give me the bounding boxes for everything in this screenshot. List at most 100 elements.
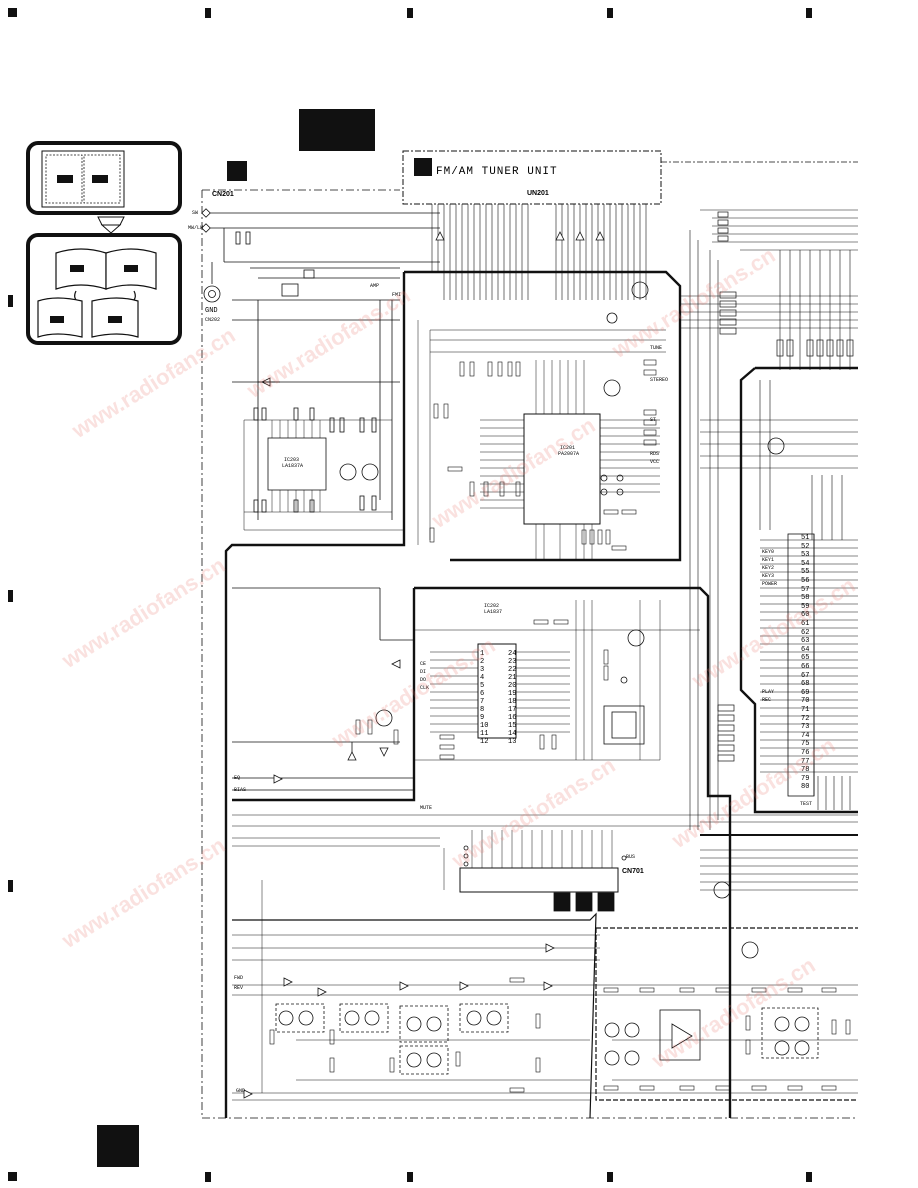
pin-label: 3 xyxy=(480,666,485,674)
net-label: POWER xyxy=(762,581,778,587)
tuner-connector-ref: CN201 xyxy=(212,191,234,198)
pin-label: 23 xyxy=(508,658,517,666)
connector-pin-number: 61 xyxy=(801,620,810,628)
net-label: FMI xyxy=(392,292,402,298)
connector-pin-number: 73 xyxy=(801,723,810,732)
connector-pin-number: 52 xyxy=(801,542,810,551)
ic202-part: LA1837 xyxy=(484,609,503,615)
tuner-unit-marker xyxy=(414,158,432,176)
pin-label: 1 xyxy=(480,650,485,658)
connector-pin-number: 57 xyxy=(801,585,810,594)
connector-pin-number: 78 xyxy=(801,766,810,775)
net-label: REC xyxy=(762,697,772,703)
gnd-label: GND xyxy=(205,307,218,315)
pin-label: 10 xyxy=(480,722,489,730)
edge-tick-bottom xyxy=(205,1172,211,1182)
connector-pin-number: 51 xyxy=(801,534,810,542)
section-marker xyxy=(227,161,247,181)
net-label: VCC xyxy=(650,459,660,465)
net-label: TEST xyxy=(800,801,813,807)
pin-label: 24 xyxy=(508,650,517,658)
net-label: PLAY xyxy=(762,689,775,695)
edge-tick-top xyxy=(607,8,613,18)
net-label: STEREO xyxy=(650,377,669,383)
page-number-block xyxy=(97,1125,139,1167)
page-layout-guide xyxy=(26,141,182,345)
ic201-part: PA2007A xyxy=(558,451,580,457)
connector-pin-number: 80 xyxy=(801,783,810,792)
ic201-ref: IC201 xyxy=(560,445,576,451)
net-label: BIAS xyxy=(234,787,247,793)
ic203-ref: IC203 xyxy=(284,457,300,463)
section-header-block xyxy=(299,109,375,151)
pin-label: 17 xyxy=(508,706,517,714)
connector-pin-number: 55 xyxy=(801,568,810,577)
connector-pin-number: 72 xyxy=(801,714,810,723)
pin-label: 6 xyxy=(480,690,485,698)
net-label: EQ xyxy=(234,775,241,781)
pin-label: 5 xyxy=(480,682,485,690)
pin-label: 20 xyxy=(508,682,517,690)
connector-pin-number: 56 xyxy=(801,577,810,585)
pin-label: 19 xyxy=(508,690,517,698)
connector-pin-number: 70 xyxy=(801,697,810,706)
pin-label: 13 xyxy=(508,738,517,746)
net-label: CE xyxy=(420,661,427,667)
connector-pin-number: 77 xyxy=(801,757,810,766)
net-label: RDS xyxy=(650,451,660,457)
pin-label: 2 xyxy=(480,658,485,666)
edge-tick-bottom xyxy=(607,1172,613,1182)
net-label: ST xyxy=(650,417,657,423)
connector-pin-number: 65 xyxy=(801,654,810,663)
connector-pin-number: 68 xyxy=(801,680,810,689)
connector-pin-number: 58 xyxy=(801,594,810,603)
ic202-ref: IC202 xyxy=(484,603,500,609)
edge-tick-bottom xyxy=(407,1172,413,1182)
net-label: REV xyxy=(234,985,244,991)
pin-label: 21 xyxy=(508,674,517,682)
tuner-unit-title: FM/AM TUNER UNIT xyxy=(436,166,558,178)
pin-label: 4 xyxy=(480,674,485,682)
pin-label: 9 xyxy=(480,714,485,722)
net-label: CLK xyxy=(420,685,430,691)
connector-pin-number: 76 xyxy=(801,749,810,757)
pin-label: 8 xyxy=(480,706,485,714)
connector-pin-number: 71 xyxy=(801,706,810,714)
connector-pin-number: 64 xyxy=(801,645,810,654)
registration-mark xyxy=(8,1172,17,1181)
edge-tick-left xyxy=(8,295,13,307)
cn701-ref: CN701 xyxy=(622,868,644,875)
pin-label: 15 xyxy=(508,722,517,730)
edge-tick-bottom xyxy=(806,1172,812,1182)
pin-label: 7 xyxy=(480,698,485,706)
net-label: GND xyxy=(236,1088,246,1094)
net-label: DO xyxy=(420,677,427,683)
connector-pin-number: 62 xyxy=(801,628,810,637)
edge-tick-top xyxy=(407,8,413,18)
net-label: TUNE xyxy=(650,345,663,351)
edge-tick-left xyxy=(8,880,13,892)
net-label: BUS xyxy=(626,854,636,860)
edge-tick-left xyxy=(8,590,13,602)
gnd-connector-ref: CN202 xyxy=(205,317,221,323)
net-label: DI xyxy=(420,669,427,675)
antenna-mw-label: MW/LW xyxy=(188,225,204,231)
net-label: AMP xyxy=(370,283,380,289)
ic203-part: LA1837A xyxy=(282,463,304,469)
connector-pin-number: 59 xyxy=(801,602,810,611)
net-label: FWD xyxy=(234,975,244,981)
antenna-sw-label: SW xyxy=(192,210,199,216)
net-label: KEY2 xyxy=(762,565,775,571)
connector-pin-number: 79 xyxy=(801,774,810,783)
registration-mark xyxy=(8,8,17,17)
pin-label: 11 xyxy=(480,730,489,738)
connector-pin-number: 69 xyxy=(801,688,810,697)
net-label: KEY3 xyxy=(762,573,775,579)
tuner-unit-ref: UN201 xyxy=(527,190,549,197)
connector-pin-number: 60 xyxy=(801,611,810,620)
net-label: KEY0 xyxy=(762,549,775,555)
pin-label: 16 xyxy=(508,714,517,722)
connector-pin-number: 74 xyxy=(801,731,810,740)
connector-pin-number: 53 xyxy=(801,551,810,560)
